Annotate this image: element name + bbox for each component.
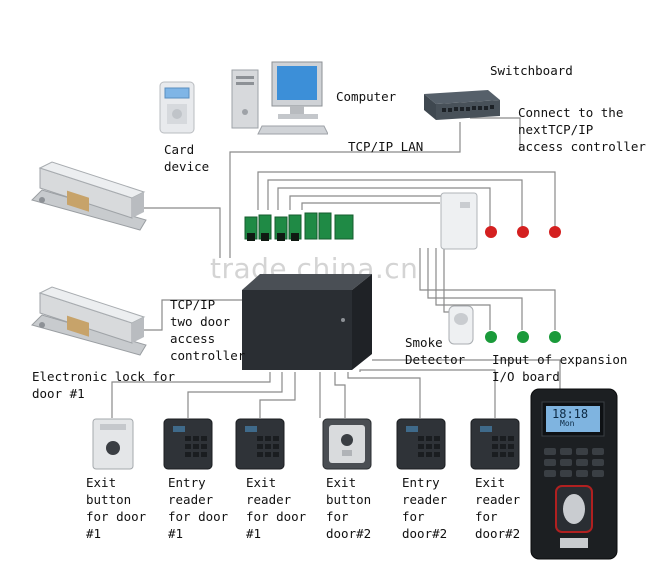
lock1-wire xyxy=(128,207,221,258)
label-entry-reader-door1: Entry reader for door #1 xyxy=(168,475,229,541)
sensor-panel xyxy=(440,192,478,250)
fingerprint-terminal: 18:18 Mon xyxy=(530,388,618,560)
access-controller-box xyxy=(240,272,375,372)
expansion-wires xyxy=(419,248,556,330)
label-electronic-lock: Electronic lock for door #1 xyxy=(32,369,175,401)
label-exit-reader-door2: Exit reader for door#2 xyxy=(475,475,521,541)
red-input-3 xyxy=(549,226,561,238)
switch-to-next-wire xyxy=(470,117,521,150)
entry-reader-door2 xyxy=(396,418,446,470)
label-entry-reader-door2: Entry reader for door#2 xyxy=(402,475,448,541)
terminal-screen-line2: Mon xyxy=(560,419,575,428)
electronic-lock-door1 xyxy=(22,160,152,240)
label-controller: TCP/IP two door access controller xyxy=(170,297,246,363)
label-connect-next: Connect to the nextTCP/IP access control… xyxy=(518,105,646,154)
card-device xyxy=(158,80,196,135)
entry-reader-door1 xyxy=(163,418,213,470)
label-exit-button-door1: Exit button for door #1 xyxy=(86,475,147,541)
exit-reader-door2 xyxy=(470,418,520,470)
label-expansion-input: Input of expansion I/O board xyxy=(492,352,628,384)
red-input-2 xyxy=(517,226,529,238)
label-tcpip-lan: TCP/IP LAN xyxy=(348,139,424,154)
switchboard xyxy=(418,90,502,124)
sensor-wires xyxy=(257,171,556,228)
green-input-1 xyxy=(485,331,497,343)
lan-bus-wire xyxy=(229,122,461,258)
label-smoke-detector: Smoke Detector xyxy=(405,335,466,367)
label-exit-button-door2: Exit button for door#2 xyxy=(326,475,372,541)
exit-button-door1 xyxy=(92,418,134,470)
lock2-wire xyxy=(135,299,242,331)
electronic-lock-door2 xyxy=(22,285,152,365)
bottom-device-wires xyxy=(111,372,271,418)
exit-reader-door1 xyxy=(235,418,285,470)
smoke-detector xyxy=(448,305,474,345)
green-input-3 xyxy=(549,331,561,343)
green-input-2 xyxy=(517,331,529,343)
red-input-1 xyxy=(485,226,497,238)
terminal-screen-line1: 18:18 xyxy=(552,407,589,421)
computer xyxy=(228,60,329,140)
label-card-device: Card device xyxy=(164,142,210,174)
exit-button-door2 xyxy=(322,418,372,470)
io-relay-board xyxy=(243,207,358,245)
label-switchboard: Switchboard xyxy=(490,63,573,78)
label-computer: Computer xyxy=(336,89,397,104)
label-exit-reader-door1: Exit reader for door #1 xyxy=(246,475,307,541)
